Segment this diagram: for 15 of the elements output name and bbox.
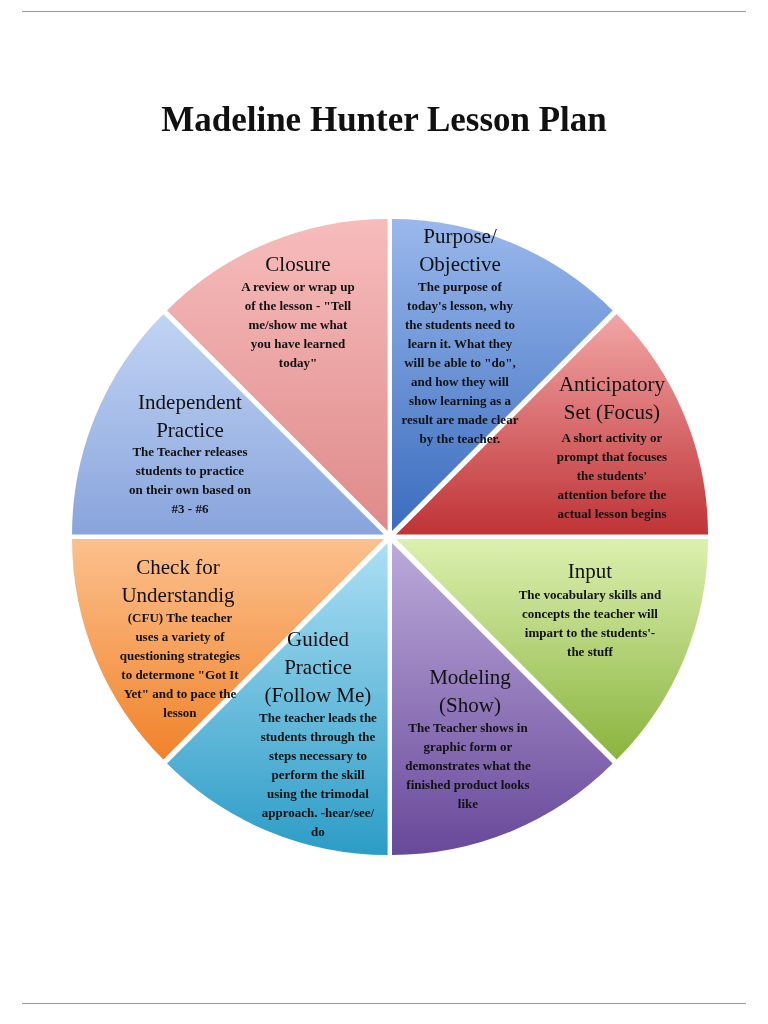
segment-description: A short activity or prompt that focuses the students' attention before the actual lesson begins	[555, 429, 669, 523]
segment-description: The Teacher shows in graphic form or demonstrates what the finished product looks like	[404, 719, 532, 813]
segment-title: Anticipatory Set (Focus)	[557, 371, 667, 426]
segment-title: Closure	[264, 251, 332, 278]
segment-title: Guided Practice (Follow Me)	[263, 626, 373, 709]
segment-title: Independent Practice	[137, 389, 243, 444]
segment-description: The Teacher releases students to practice on their own based on #3 - #6	[128, 443, 252, 518]
segment-description: The vocabulary skills and concepts the teacher will impart to the students'- the stuff	[517, 586, 663, 661]
segment-title: Modeling (Show)	[428, 664, 512, 719]
title: Madeline Hunter Lesson Plan	[160, 100, 608, 140]
segment-description: A review or wrap up of the lesson - "Tell me/show me what you have learned today"	[240, 278, 356, 372]
segment-title: Input	[566, 558, 614, 585]
segment-title: Check for Understandig	[120, 554, 236, 609]
segment-title: Purpose/ Objective	[418, 223, 502, 278]
segment-description: The teacher leads the students through the steps necessary to perform the skill using the trimodal approach. -hear/see/ do	[259, 709, 377, 841]
